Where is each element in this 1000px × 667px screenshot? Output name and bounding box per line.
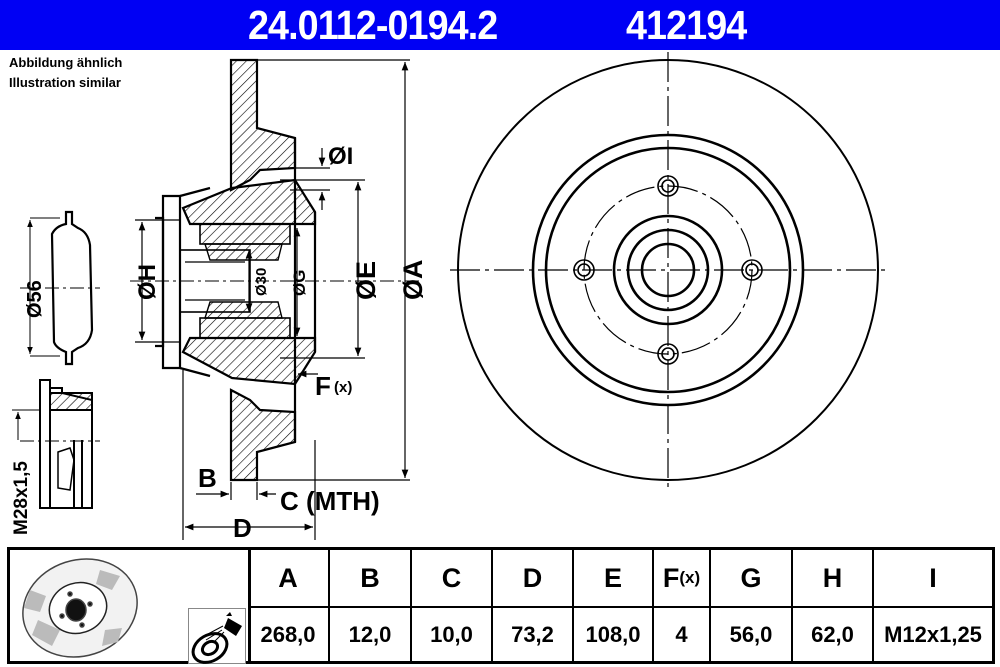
D-label: D	[233, 513, 252, 543]
header-I: I	[874, 550, 992, 608]
col-D: D 73,2	[493, 550, 574, 661]
dimension-lines	[135, 59, 410, 540]
front-view	[450, 52, 888, 488]
dia-H-label: ØH	[134, 264, 161, 300]
header-A: A	[248, 550, 328, 608]
part-number: 24.0112-0194.2	[248, 2, 498, 48]
col-B: B 12,0	[330, 550, 412, 661]
dia-30-label: Ø30	[253, 268, 270, 296]
dia-I-label: ØI	[328, 143, 353, 170]
dust-cap-drawing	[20, 210, 100, 366]
axle-nut-drawing	[12, 379, 100, 509]
value-I: M12x1,25	[884, 621, 982, 647]
product-image-cell	[10, 550, 251, 664]
header-E: E	[574, 550, 652, 608]
value-C: 10,0	[430, 621, 473, 647]
header-G: G	[711, 550, 791, 608]
F-label: F	[315, 371, 331, 401]
value-D: 73,2	[511, 621, 554, 647]
value-F: 4	[675, 621, 688, 647]
value-H: 62,0	[811, 621, 854, 647]
thread-label: M28x1,5	[11, 461, 32, 535]
illustration-note-de: Abbildung ähnlich	[9, 55, 123, 70]
reference-number: 412194	[626, 2, 747, 48]
col-C: C 10,0	[412, 550, 493, 661]
dia-E-label: ØE	[351, 261, 381, 300]
col-G: G 56,0	[711, 550, 793, 661]
header-B: B	[330, 550, 410, 608]
header-C: C	[412, 550, 491, 608]
value-A: 268,0	[260, 621, 316, 647]
col-I: I M12x1,25	[874, 550, 992, 661]
col-F: F(x) 4	[654, 550, 711, 661]
value-B: 12,0	[348, 621, 392, 647]
header-H: H	[793, 550, 872, 608]
dia-G-label: ØG	[290, 270, 309, 296]
header-D: D	[493, 550, 572, 608]
brake-disc-icon	[22, 558, 138, 658]
F-suffix-label: (x)	[334, 379, 352, 396]
C-label: C (MTH)	[280, 486, 380, 516]
title-bar: 24.0112-0194.2 412194	[0, 0, 1000, 50]
B-label: B	[198, 463, 217, 493]
dia-56-label: Ø56	[24, 280, 46, 318]
header-F: F(x)	[654, 550, 709, 608]
illustration-note-en: Illustration similar	[9, 75, 121, 90]
col-E: E 108,0	[574, 550, 654, 661]
col-A: A 268,0	[248, 550, 330, 661]
section-view	[130, 58, 420, 482]
dimensions-table: A 268,0 B 12,0 C 10,0 D 73,2 E 108,0 F(x…	[7, 547, 995, 664]
value-G: 56,0	[729, 621, 773, 647]
dia-A-label: ØA	[398, 260, 428, 301]
col-H: H 62,0	[793, 550, 874, 661]
technical-drawing: Ø56 M28x1,5	[11, 52, 888, 543]
value-E: 108,0	[585, 621, 641, 647]
spray-coating-icon	[188, 608, 246, 664]
